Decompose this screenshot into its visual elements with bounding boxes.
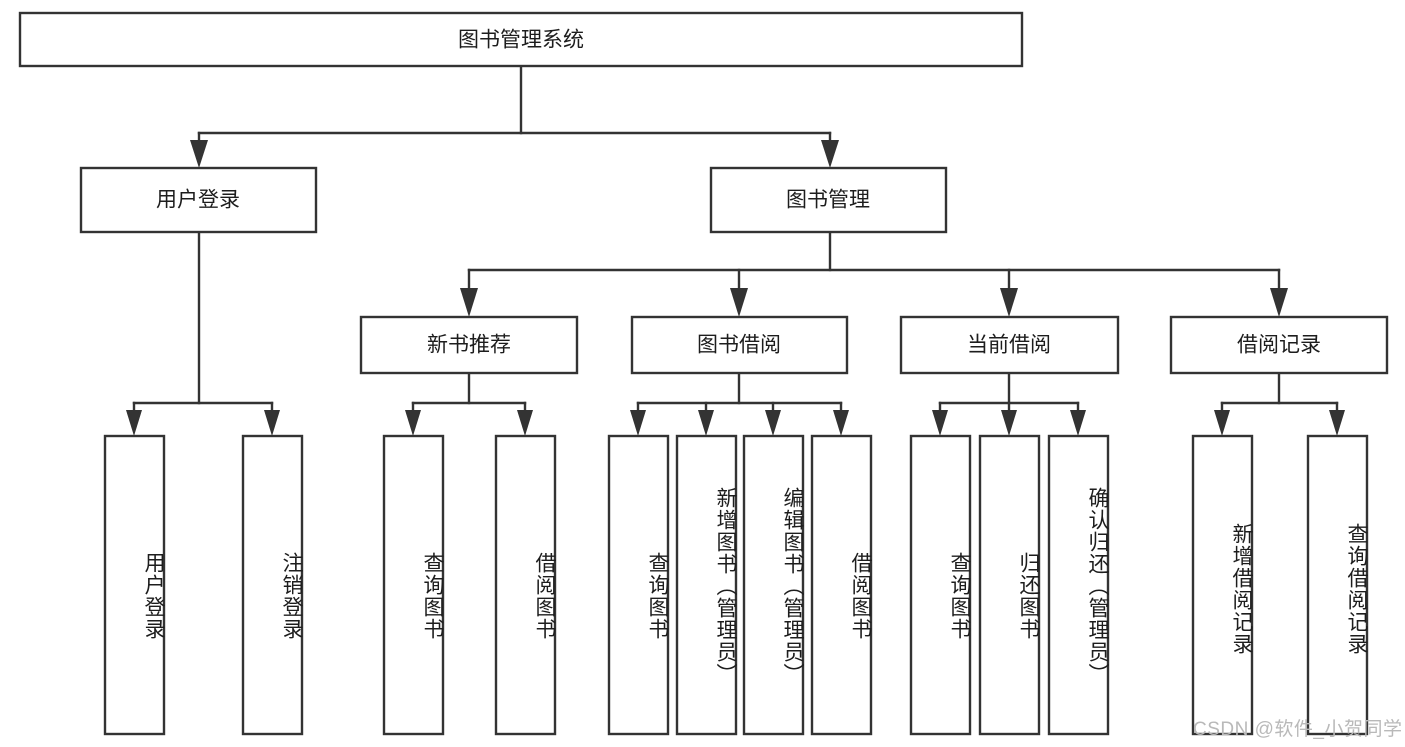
- leaf-box-nb-borrow[interactable]: [494, 434, 557, 736]
- arrow-head-book-manage: [821, 140, 839, 168]
- connector-group-book-borrow: [630, 371, 849, 436]
- node-new-book-box[interactable]: [359, 315, 579, 375]
- node-book-manage-label: 图书管理: [786, 189, 870, 212]
- node-current-borrow-box[interactable]: [899, 315, 1120, 375]
- connector-group-current-borrow: [932, 371, 1086, 436]
- arrow-head-br-leaf-2: [1329, 410, 1345, 436]
- arrow-head-br-leaf-1: [1214, 410, 1230, 436]
- leaf-box-cb-confirm[interactable]: [1047, 434, 1110, 736]
- arrow-head-nb-leaf-1: [405, 410, 421, 436]
- arrow-head-cb-leaf-1: [932, 410, 948, 436]
- node-borrow-record-label: 借阅记录: [1237, 334, 1321, 357]
- connector-group-borrow-record: [1214, 371, 1345, 436]
- arrow-head-user-login: [190, 140, 208, 168]
- arrow-head-cb-leaf-3: [1070, 410, 1086, 436]
- leaf-box-br-add[interactable]: [1191, 434, 1254, 736]
- connector-group-user-login: [126, 230, 280, 436]
- node-user-login-label: 用户登录: [156, 189, 240, 212]
- arrow-head-book-borrow: [730, 288, 748, 317]
- leaf-box-nb-query[interactable]: [382, 434, 445, 736]
- arrow-head-leaf-logout: [264, 410, 280, 436]
- node-current-borrow-label: 当前借阅: [967, 334, 1051, 357]
- csdn-watermark: CSDN @软件_小贺同学: [1193, 719, 1403, 740]
- arrow-head-nb-leaf-2: [517, 410, 533, 436]
- leaf-box-cb-query[interactable]: [909, 434, 972, 736]
- arrow-head-bb-leaf-1: [630, 410, 646, 436]
- leaf-box-bb-add[interactable]: [675, 434, 738, 736]
- arrow-head-current-borrow: [1000, 288, 1018, 317]
- leaf-box-cb-return[interactable]: [978, 434, 1041, 736]
- arrow-head-cb-leaf-2: [1001, 410, 1017, 436]
- node-book-borrow-box[interactable]: [630, 315, 849, 375]
- connector-group-book-manage: [460, 230, 1288, 317]
- arrow-head-borrow-record: [1270, 288, 1288, 317]
- arrow-head-bb-leaf-2: [698, 410, 714, 436]
- node-new-book-label: 新书推荐: [427, 334, 511, 357]
- leaf-box-bb-query[interactable]: [607, 434, 670, 736]
- arrow-head-leaf-user-login: [126, 410, 142, 436]
- node-book-borrow-label: 图书借阅: [697, 334, 781, 357]
- arrow-head-bb-leaf-4: [833, 410, 849, 436]
- node-user-login-box[interactable]: [79, 166, 318, 234]
- leaf-box-br-query[interactable]: [1306, 434, 1369, 736]
- node-borrow-record-box[interactable]: [1169, 315, 1389, 375]
- leaf-box-logout[interactable]: [241, 434, 304, 736]
- arrow-head-bb-leaf-3: [765, 410, 781, 436]
- node-root-label: 图书管理系统: [458, 29, 584, 52]
- leaf-box-user-login[interactable]: [103, 434, 166, 736]
- connector-group-new-book: [405, 371, 533, 436]
- connector-group-root: [190, 64, 839, 168]
- node-book-manage-box[interactable]: [709, 166, 948, 234]
- leaf-box-bb-borrow[interactable]: [810, 434, 873, 736]
- leaf-box-bb-edit[interactable]: [742, 434, 805, 736]
- node-root-box[interactable]: [18, 11, 1024, 68]
- arrow-head-new-book: [460, 288, 478, 317]
